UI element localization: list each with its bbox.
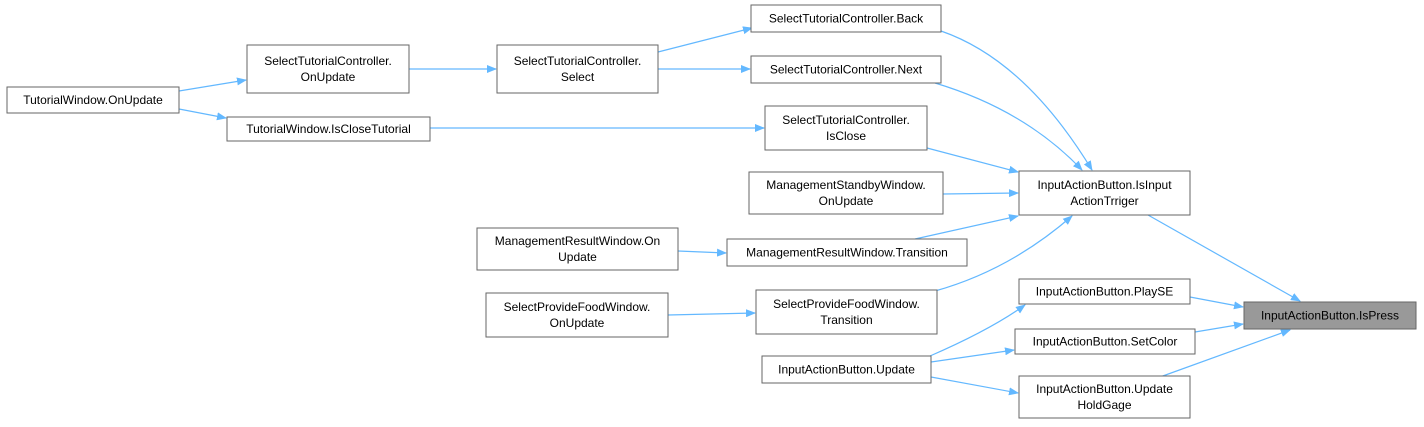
- node-box: [1243, 301, 1417, 330]
- node-label: SelectTutorialController.Back: [769, 12, 924, 26]
- edge-iab_setcolor-to-iab_ispress: [1194, 321, 1244, 333]
- node-box: [1018, 375, 1191, 419]
- edge-iab_update-to-iab_playse: [929, 304, 1026, 357]
- edge-stc_isclose-to-iab_isinput: [926, 147, 1019, 174]
- node-label: InputActionButton.IsPress: [1261, 309, 1399, 323]
- node-box: [755, 289, 938, 335]
- node-box: [750, 4, 942, 33]
- node-box: [476, 227, 679, 271]
- node-label: HoldGage: [1077, 398, 1131, 412]
- edge-iab_update-to-iab_updatehold: [930, 376, 1019, 396]
- node-label: SelectTutorialController.: [782, 113, 910, 127]
- node-label: Select: [561, 70, 595, 84]
- edge-msw_onupdate-to-iab_isinput: [942, 189, 1019, 198]
- node-label: InputActionButton.Update: [778, 363, 915, 377]
- node-iab_setcolor[interactable]: InputActionButton.SetColor: [1014, 328, 1196, 355]
- node-spfw_onupdate[interactable]: SelectProvideFoodWindow. OnUpdate: [485, 292, 669, 338]
- node-label: SelectProvideFoodWindow.: [773, 297, 920, 311]
- node-box: [750, 55, 942, 84]
- node-label: SelectTutorialController.: [514, 54, 642, 68]
- nodes-layer: TutorialWindow.OnUpdateSelectTutorialCon…: [6, 4, 1417, 419]
- node-label: OnUpdate: [550, 316, 605, 330]
- node-label: SelectProvideFoodWindow.: [504, 300, 651, 314]
- node-label: OnUpdate: [819, 194, 874, 208]
- edge-spfw_transition-to-iab_isinput: [934, 215, 1073, 292]
- node-label: SelectTutorialController.: [264, 54, 392, 68]
- node-mrw_onupdate[interactable]: ManagementResultWindow.OnUpdate: [476, 227, 679, 271]
- node-label: Transition: [820, 313, 872, 327]
- node-box: [485, 292, 669, 338]
- edge-stc_back-to-iab_isinput: [940, 30, 1093, 171]
- node-box: [726, 238, 968, 267]
- edge-tw_onupdate-to-tw_isclose: [178, 108, 227, 121]
- node-mrw_transition[interactable]: ManagementResultWindow.Transition: [726, 238, 968, 267]
- node-box: [1018, 170, 1191, 216]
- node-box: [246, 44, 410, 94]
- node-label: InputActionButton.Update: [1036, 382, 1173, 396]
- node-box: [496, 44, 659, 94]
- node-stc_back[interactable]: SelectTutorialController.Back: [750, 4, 942, 33]
- node-label: ActionTrriger: [1070, 194, 1138, 208]
- node-label: InputActionButton.IsInput: [1037, 178, 1172, 192]
- node-label: TutorialWindow.IsCloseTutorial: [246, 122, 411, 136]
- node-box: [764, 105, 928, 151]
- node-stc_onupdate[interactable]: SelectTutorialController. OnUpdate: [246, 44, 410, 94]
- node-iab_ispress[interactable]: InputActionButton.IsPress: [1243, 301, 1417, 330]
- node-tw_onupdate[interactable]: TutorialWindow.OnUpdate: [6, 86, 180, 114]
- node-label: InputActionButton.PlaySE: [1036, 285, 1173, 299]
- edge-iab_playse-to-iab_ispress: [1189, 296, 1244, 310]
- node-stc_isclose[interactable]: SelectTutorialController. IsClose: [764, 105, 928, 151]
- node-label: OnUpdate: [301, 70, 356, 84]
- edge-iab_update-to-iab_setcolor: [930, 347, 1015, 363]
- node-box: [761, 355, 932, 384]
- node-stc_select[interactable]: SelectTutorialController. Select: [496, 44, 659, 94]
- edge-tw_onupdate-to-stc_onupdate: [178, 77, 247, 92]
- edge-stc_select-to-stc_back: [657, 26, 753, 53]
- node-label: ManagementResultWindow.On: [495, 234, 660, 248]
- node-spfw_transition[interactable]: SelectProvideFoodWindow. Transition: [755, 289, 938, 335]
- node-box: [226, 116, 431, 142]
- node-stc_next[interactable]: SelectTutorialController.Next: [750, 55, 942, 84]
- edge-stc_next-to-iab_isinput: [934, 82, 1083, 171]
- node-label: IsClose: [826, 129, 866, 143]
- node-box: [6, 86, 180, 114]
- node-label: ManagementStandbyWindow.: [766, 178, 925, 192]
- edge-iab_isinput-to-iab_ispress: [1147, 214, 1301, 302]
- node-iab_update[interactable]: InputActionButton.Update: [761, 355, 932, 384]
- node-label: InputActionButton.SetColor: [1033, 335, 1178, 349]
- edge-iab_updatehold-to-iab_ispress: [1159, 329, 1291, 378]
- node-label: Update: [558, 250, 597, 264]
- node-tw_isclose[interactable]: TutorialWindow.IsCloseTutorial: [226, 116, 431, 142]
- node-box: [748, 171, 944, 215]
- node-label: SelectTutorialController.Next: [770, 63, 923, 77]
- node-iab_playse[interactable]: InputActionButton.PlaySE: [1018, 278, 1191, 305]
- node-box: [1014, 328, 1196, 355]
- node-msw_onupdate[interactable]: ManagementStandbyWindow. OnUpdate: [748, 171, 944, 215]
- node-label: ManagementResultWindow.Transition: [746, 246, 948, 260]
- edge-mrw_onupdate-to-mrw_transition: [677, 248, 727, 257]
- edge-mrw_transition-to-iab_isinput: [914, 214, 1019, 240]
- node-box: [1018, 278, 1191, 305]
- edges-layer: [178, 26, 1301, 396]
- node-label: TutorialWindow.OnUpdate: [23, 93, 163, 107]
- edge-spfw_onupdate-to-spfw_transition: [667, 309, 756, 318]
